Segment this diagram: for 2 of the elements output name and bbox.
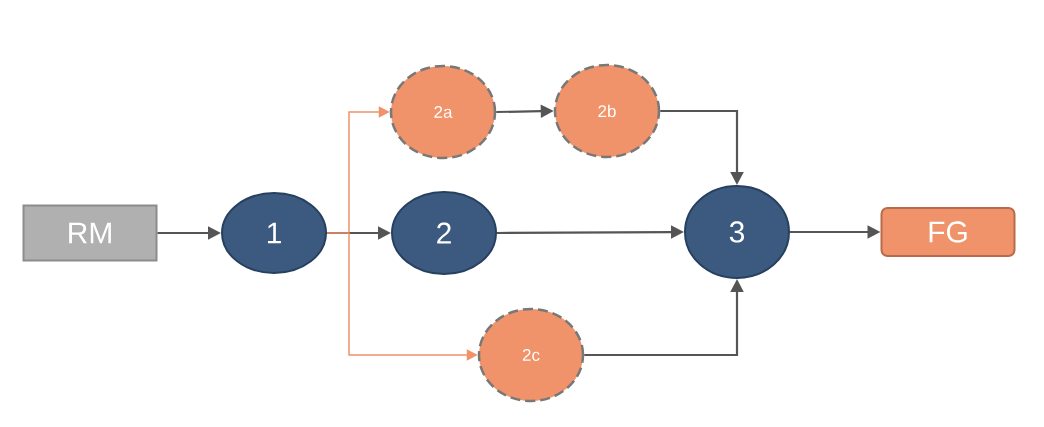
finished-goods-box: FG xyxy=(880,207,1016,257)
raw-material-box: RM xyxy=(22,204,158,262)
